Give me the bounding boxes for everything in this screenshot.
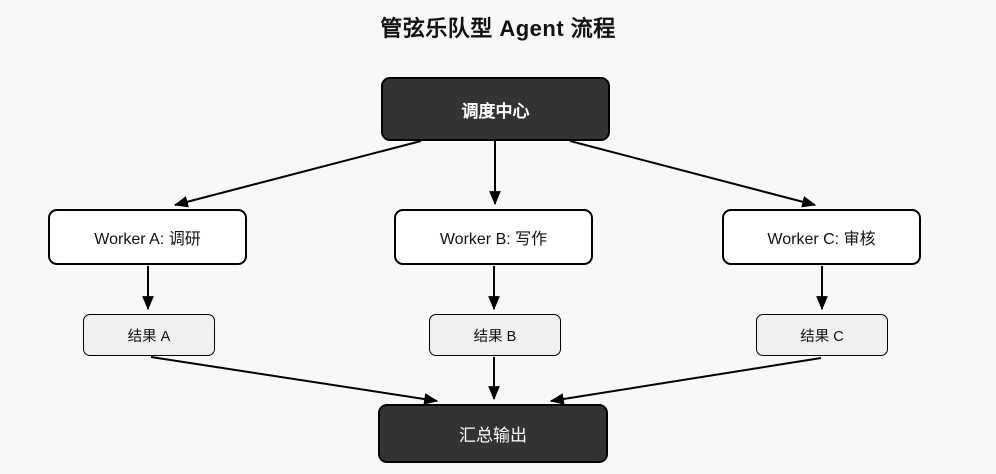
node-result-c: 结果 C [756,314,888,356]
node-dispatcher: 调度中心 [381,77,610,141]
node-worker-b: Worker B: 写作 [394,209,593,265]
node-worker-c: Worker C: 审核 [722,209,921,265]
edge-result-c-aggregator [549,357,822,405]
node-worker-a: Worker A: 调研 [48,209,247,265]
node-result-b: 结果 B [429,314,561,356]
diagram-title: 管弦乐队型 Agent 流程 [380,16,616,41]
edge-result-a-aggregator [150,356,439,405]
node-result-a: 结果 A [83,314,215,356]
edge-dispatcher-worker-a [173,140,422,208]
edge-dispatcher-worker-c [569,140,817,208]
node-aggregator: 汇总输出 [378,404,608,463]
